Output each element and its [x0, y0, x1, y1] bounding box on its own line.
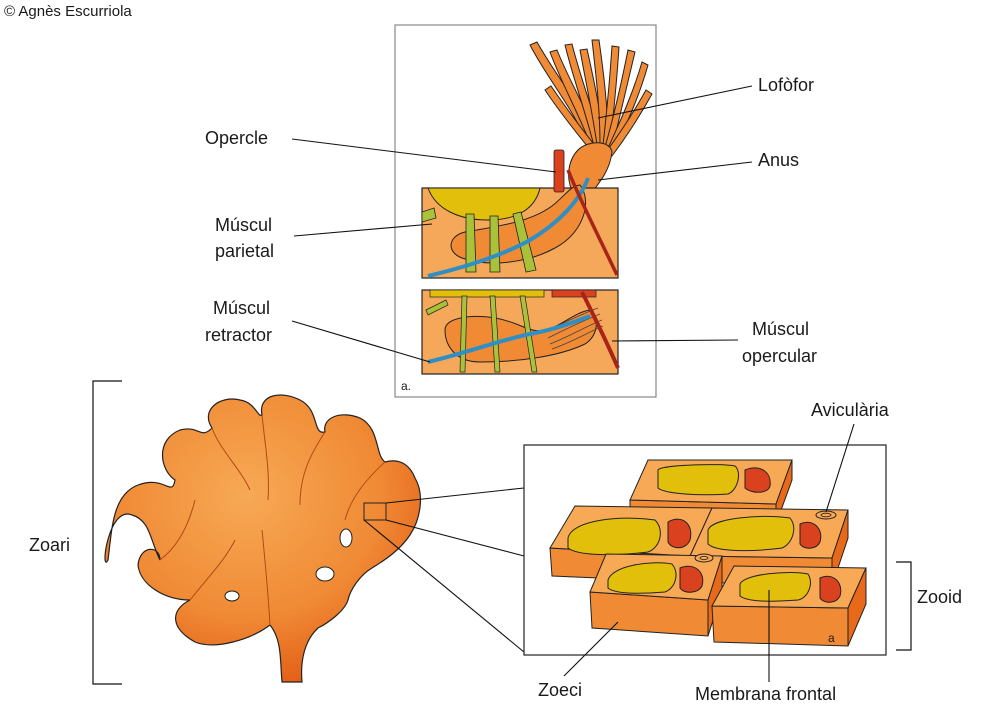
- leader-muscul-parietal: [293, 223, 433, 237]
- label-muscul-opercular-2: opercular: [742, 346, 817, 366]
- lower-yellow-strip: [429, 289, 545, 298]
- leader-opercle: [291, 138, 557, 173]
- zooecia-panel: a: [523, 444, 887, 656]
- colony-folds: [159, 414, 386, 626]
- avicularia-shape: [815, 510, 837, 520]
- leader-lofofor: [597, 85, 753, 119]
- zooid-front-right: [711, 565, 867, 647]
- label-muscul-retractor-1: Múscul: [213, 298, 270, 318]
- label-membrana-frontal: Membrana frontal: [695, 684, 836, 704]
- anus-duct: [566, 169, 619, 276]
- copyright-text: © Agnès Escurriola: [4, 3, 132, 20]
- label-muscul-parietal-2: parietal: [215, 241, 274, 261]
- leader-avicularia: [825, 423, 855, 513]
- opercle-red: [553, 149, 565, 193]
- leader-muscul-opercular: [611, 339, 739, 342]
- label-zooid: Zooid: [917, 587, 962, 607]
- anatomy-panel: a.: [394, 24, 657, 398]
- colony-zoari: [104, 394, 525, 683]
- zoari-bracket: [92, 380, 122, 685]
- leader-muscul-retractor: [291, 320, 431, 363]
- label-avicularia: Aviculària: [811, 400, 890, 420]
- colony-holes: [224, 528, 353, 602]
- zoom-square: [363, 502, 387, 521]
- label-anus: Anus: [758, 150, 799, 170]
- zoom-line-bottom-2: [363, 519, 525, 653]
- retractor-muscle-upper: [427, 177, 590, 278]
- panel-tag-bottom: a: [828, 631, 835, 645]
- lower-red-strip: [551, 289, 597, 298]
- zooid-front-left: [589, 553, 723, 637]
- label-muscul-opercular-1: Múscul: [752, 319, 809, 339]
- panel-tag-top: a.: [401, 379, 411, 393]
- anatomy-labels: Lofòfor Opercle Anus Múscul parietal Mús…: [205, 75, 817, 366]
- zooid-bracket: [896, 561, 912, 651]
- zooecia-labels: Aviculària Zooid Zoeci Membrana frontal: [538, 400, 962, 704]
- zoom-line-bottom: [385, 519, 525, 557]
- label-zoeci: Zoeci: [538, 680, 582, 700]
- retractor-muscle-lower: [427, 314, 591, 364]
- label-muscul-parietal-1: Múscul: [215, 215, 272, 235]
- lophophore: [529, 39, 653, 157]
- opercle-plate: [427, 187, 541, 221]
- label-zoari: Zoari: [29, 535, 70, 555]
- zoom-line-top: [385, 487, 525, 504]
- label-opercle: Opercle: [205, 128, 268, 148]
- opercular-muscle: [580, 291, 620, 369]
- leader-zoeci: [563, 621, 619, 677]
- label-muscul-retractor-2: retractor: [205, 325, 272, 345]
- label-lofofor: Lofòfor: [758, 75, 814, 95]
- leader-anus: [597, 161, 753, 181]
